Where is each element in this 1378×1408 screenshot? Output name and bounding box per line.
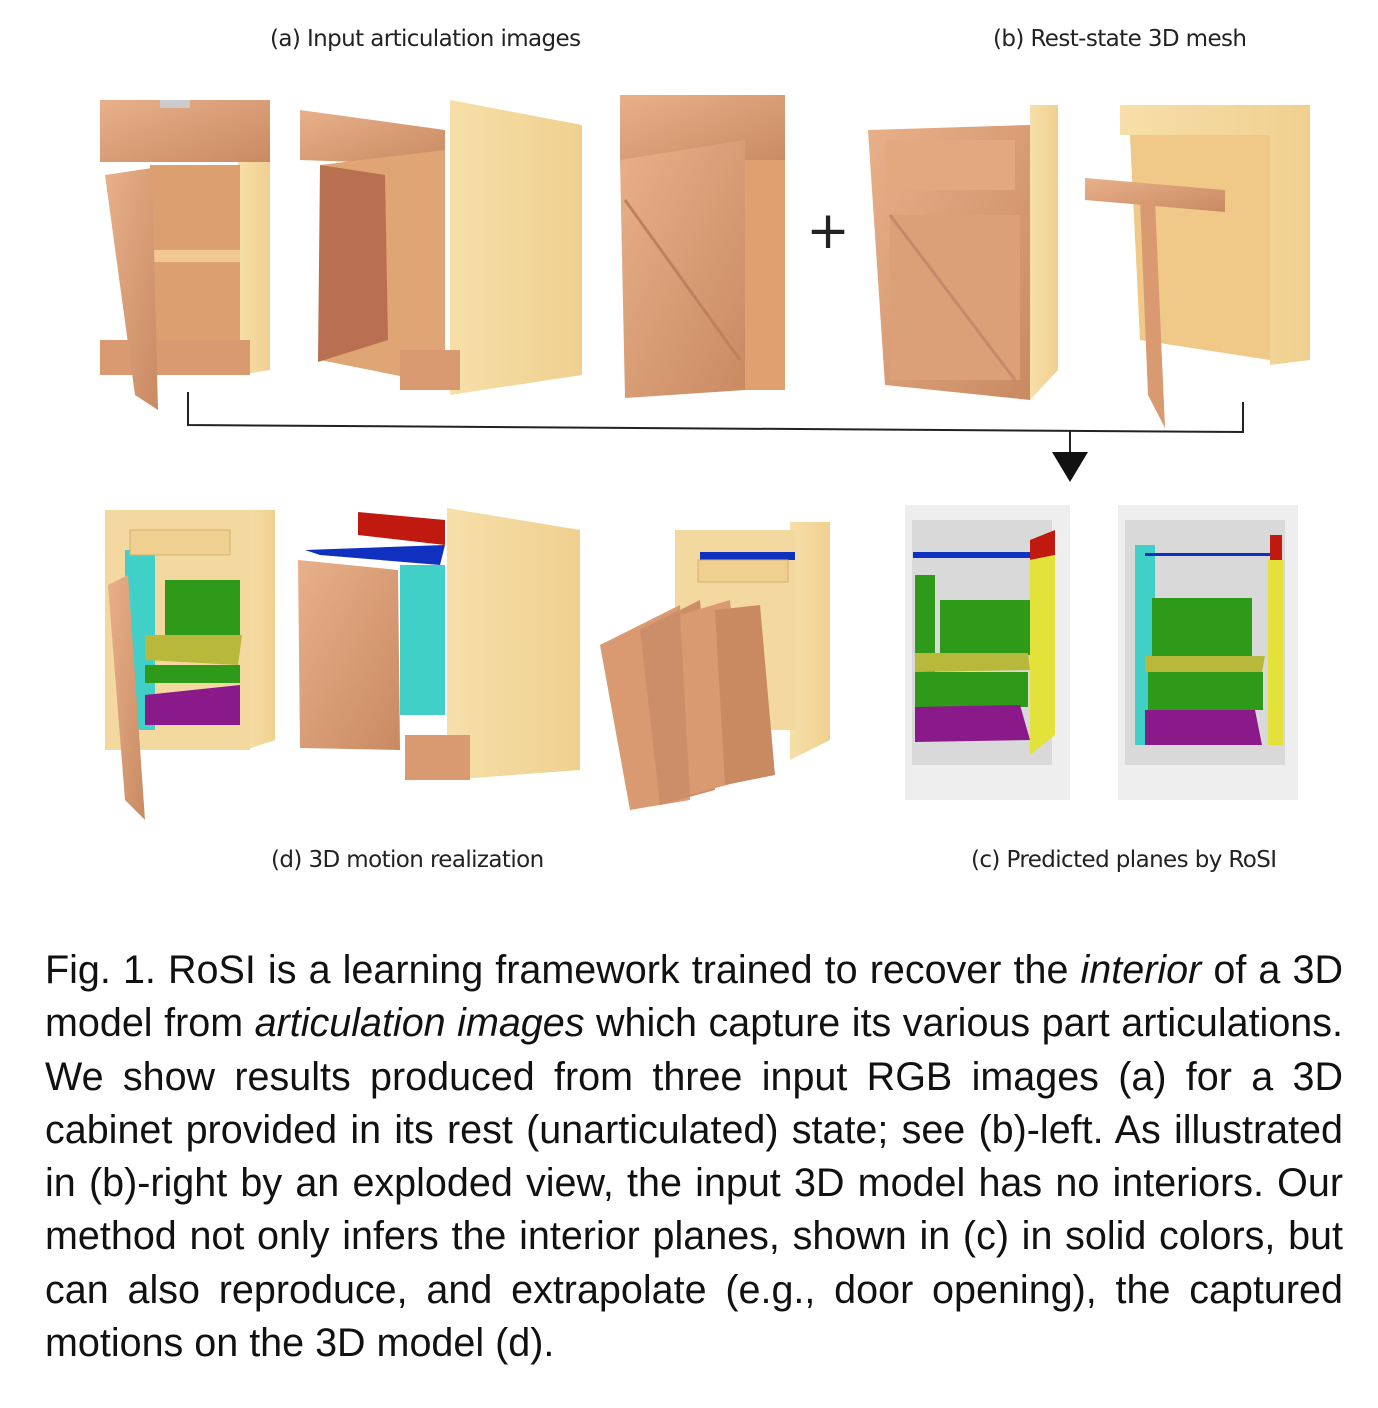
motion-image-3-extrapolated [600,522,830,810]
predicted-planes-left [905,505,1070,800]
input-image-2 [300,100,582,395]
predicted-planes-right [1118,505,1298,800]
label-input-articulation-images: (a) Input articulation images [270,26,581,52]
plus-sign: + [806,201,850,261]
label-predicted-planes: (c) Predicted planes by RoSI [971,847,1277,873]
figure-caption: Fig. 1. RoSI is a learning framework tra… [45,944,1343,1370]
connector-line [187,392,1244,434]
label-rest-state-mesh: (b) Rest-state 3D mesh [993,26,1247,52]
figure-illustration: + [100,95,1310,820]
motion-image-1 [105,510,275,820]
rest-state-mesh-right-exploded [1085,105,1310,428]
motion-image-2 [298,508,580,780]
caption-text: RoSI is a learning framework trained to … [155,948,1081,992]
input-image-3 [620,95,785,398]
rest-state-mesh-left [868,105,1058,400]
caption-emphasis: articulation images [254,1001,585,1046]
input-image-1 [100,100,270,410]
caption-prefix: Fig. 1. [45,948,156,992]
arrow-down-icon [1052,452,1088,482]
caption-text: which capture its various part articulat… [45,1001,1343,1366]
label-motion-realization: (d) 3D motion realization [271,847,544,873]
caption-text: of a 3D model from [45,948,1344,1046]
caption-emphasis: interior [1080,948,1202,992]
